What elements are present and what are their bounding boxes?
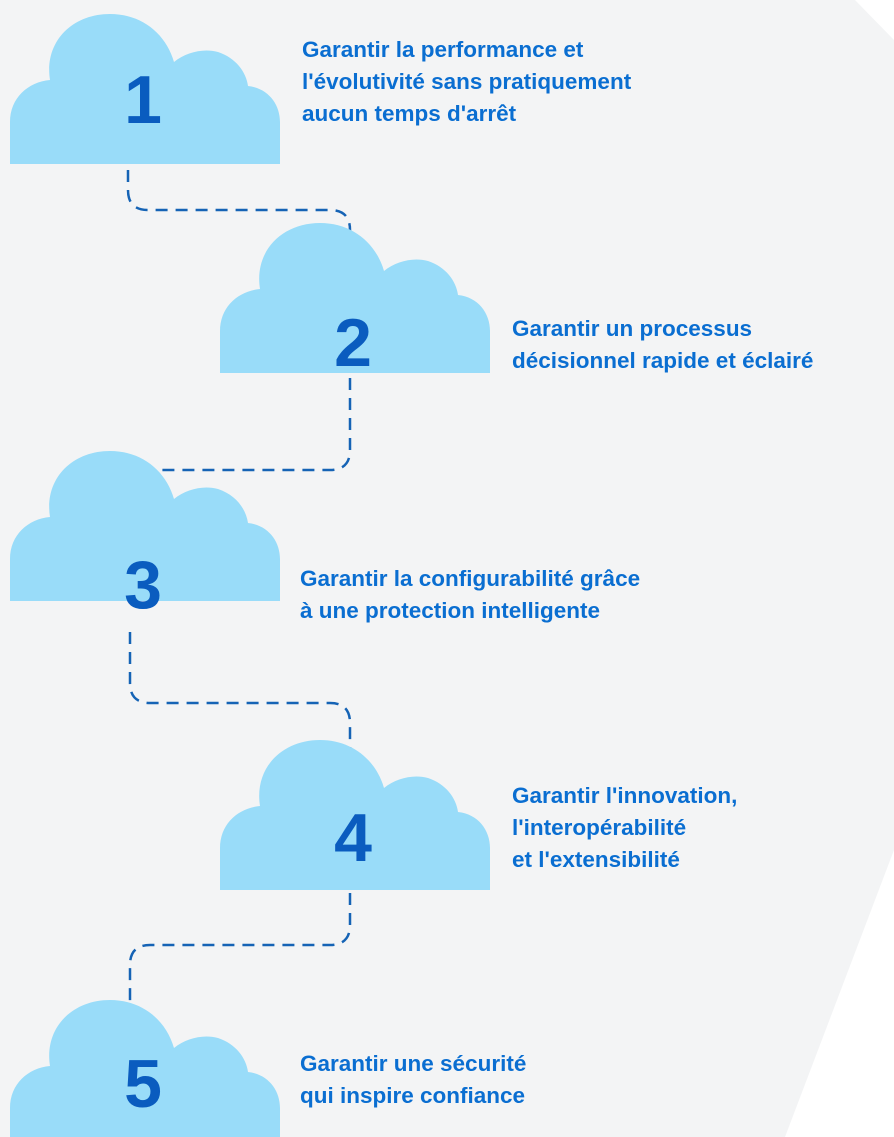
cloud-icon xyxy=(10,14,280,164)
step-description-line: Garantir une sécurité xyxy=(300,1051,527,1076)
step-number: 3 xyxy=(124,547,162,623)
step-description-line: et l'extensibilité xyxy=(512,847,680,872)
step-description-line: l'interopérabilité xyxy=(512,815,687,840)
step-description-line: Garantir la performance et xyxy=(302,37,584,62)
cloud-icon xyxy=(220,740,490,890)
connector-line xyxy=(128,632,352,770)
cloud-shape xyxy=(220,740,490,890)
step-number: 1 xyxy=(124,62,162,138)
cloud-shape xyxy=(10,451,280,601)
step-description: Garantir la performance et l'évolutivité… xyxy=(302,34,631,130)
cloud-icon xyxy=(10,1000,280,1137)
step-description-line: Garantir un processus xyxy=(512,316,753,341)
step-description: Garantir l'innovation, l'interopérabilit… xyxy=(512,780,737,876)
connector-line xyxy=(128,893,352,1042)
cloud-icon xyxy=(10,451,280,601)
step-description-line: qui inspire confiance xyxy=(300,1083,526,1108)
step-description-line: Garantir la configurabilité grâce xyxy=(300,566,641,591)
cloud-shape xyxy=(10,14,280,164)
step-description-line: décisionnel rapide et éclairé xyxy=(512,348,814,373)
step-number: 4 xyxy=(334,800,372,876)
step-description-line: aucun temps d'arrêt xyxy=(302,101,517,126)
step-number: 2 xyxy=(334,305,372,381)
step-description-line: à une protection intelligente xyxy=(300,598,601,623)
cloud-icon xyxy=(220,223,490,373)
cloud-shape xyxy=(220,223,490,373)
cloud-shape xyxy=(10,1000,280,1137)
step-description: Garantir un processus décisionnel rapide… xyxy=(512,313,813,377)
step-description: Garantir la configurabilité grâce à une … xyxy=(300,563,640,627)
connector-line xyxy=(126,150,352,268)
step-description-line: l'évolutivité sans pratiquement xyxy=(302,69,632,94)
step-number: 5 xyxy=(124,1046,162,1122)
step-description: Garantir une sécurité qui inspire confia… xyxy=(300,1048,526,1112)
step-description-line: Garantir l'innovation, xyxy=(512,783,738,808)
